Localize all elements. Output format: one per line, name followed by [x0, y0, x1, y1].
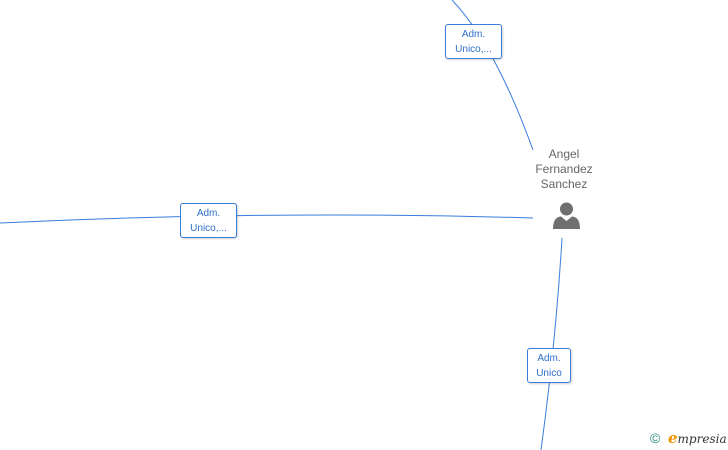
edge-label-bottom-line1: Adm. [537, 353, 561, 364]
person-name-line2: Fernandez [535, 162, 593, 176]
edge-label-left-line1: Adm. [196, 208, 221, 219]
person-icon[interactable] [552, 201, 581, 230]
person-name-line1: Angel [548, 147, 580, 161]
edge-label-top-line2: Unico,... [455, 44, 492, 55]
brand-logo-initial: e [668, 429, 678, 447]
brand-logo-rest: mpresia [677, 432, 727, 446]
edge-line-left [0, 214, 534, 224]
copyright-symbol: © [650, 430, 661, 446]
person-name-line3: Sanchez [540, 177, 588, 191]
edge-label-top-line1: Adm. [461, 29, 486, 40]
person-name[interactable]: Angel Fernandez Sanchez [516, 147, 612, 192]
edge-line-bottom [540, 237, 563, 450]
edge-label-bottom-line2: Unico [536, 368, 562, 379]
edge-label-left-line2: Unico,... [190, 223, 227, 234]
edge-label-left[interactable]: Adm. Unico,... [180, 203, 237, 238]
edge-line-top [451, 0, 534, 151]
brand-logo[interactable]: empresia [668, 430, 727, 447]
edge-label-bottom[interactable]: Adm. Unico [527, 348, 571, 383]
edge-label-top[interactable]: Adm. Unico,... [445, 24, 502, 59]
